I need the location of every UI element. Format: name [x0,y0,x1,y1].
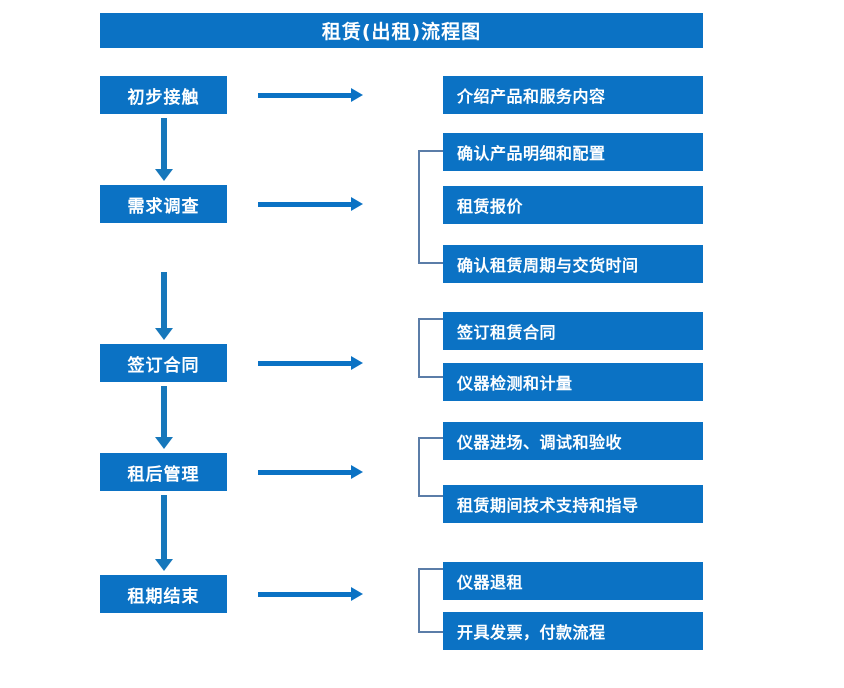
detail-box-2[interactable]: 确认产品明细和配置 [443,133,703,171]
detail-box-6[interactable]: 仪器检测和计量 [443,363,703,401]
detail-box-9[interactable]: 仪器退租 [443,562,703,600]
detail-box-4[interactable]: 确认租赁周期与交货时间 [443,245,703,283]
diagram-title: 租赁(出租)流程图 [100,13,703,48]
horizontal-arrow-stage1 [258,88,363,102]
detail-box-10[interactable]: 开具发票，付款流程 [443,612,703,650]
stage-box-2[interactable]: 需求调查 [100,185,227,223]
stage-box-1[interactable]: 初步接触 [100,76,227,114]
horizontal-arrow-stage2 [258,197,363,211]
stage-box-3[interactable]: 签订合同 [100,344,227,382]
detail-box-5[interactable]: 签订租赁合同 [443,312,703,350]
vertical-arrow-stage2-to-stage3 [155,272,173,340]
vertical-arrow-stage4-to-stage5 [155,495,173,571]
horizontal-arrow-stage3 [258,356,363,370]
detail-box-8[interactable]: 租赁期间技术支持和指导 [443,485,703,523]
group-bracket-stage2 [418,150,443,264]
stage-box-4[interactable]: 租后管理 [100,453,227,491]
vertical-arrow-stage1-to-stage2 [155,118,173,181]
detail-box-3[interactable]: 租赁报价 [443,186,703,224]
group-bracket-stage5 [418,568,443,633]
horizontal-arrow-stage5 [258,587,363,601]
detail-box-7[interactable]: 仪器进场、调试和验收 [443,422,703,460]
horizontal-arrow-stage4 [258,465,363,479]
vertical-arrow-stage3-to-stage4 [155,386,173,449]
detail-box-1[interactable]: 介绍产品和服务内容 [443,76,703,114]
group-bracket-stage4 [418,437,443,497]
group-bracket-stage3 [418,318,443,378]
stage-box-5[interactable]: 租期结束 [100,575,227,613]
